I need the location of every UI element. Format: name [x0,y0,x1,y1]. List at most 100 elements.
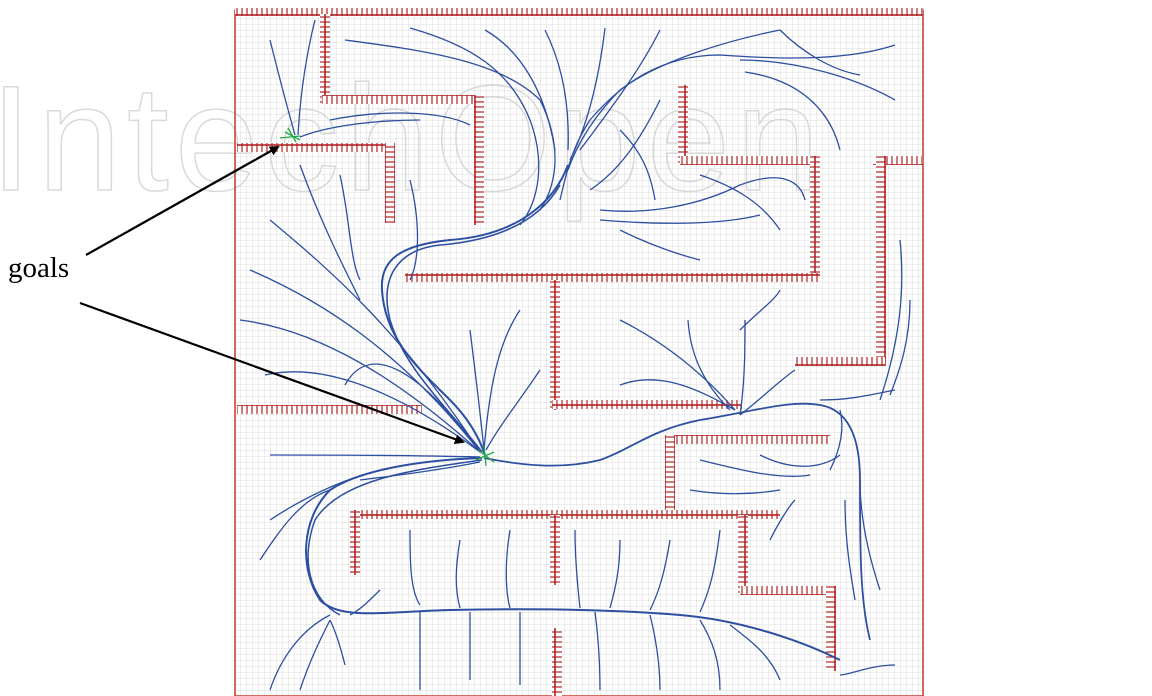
flow-path [729,624,781,681]
wall-segment [552,628,562,696]
flow-path [744,71,841,151]
flow-path [839,664,896,676]
wall-segment [680,156,820,165]
wall-segment [665,435,675,515]
flow-path-main [483,402,871,641]
wall-segment [385,143,395,223]
flow-path [269,454,481,458]
wall-segment [826,586,836,671]
flow-path [689,489,781,495]
flow-path-main [380,164,569,456]
flow-path [409,179,419,281]
flow-path [699,459,811,477]
flow-path [299,119,421,138]
flow-path [455,539,461,609]
flow-path [619,129,656,201]
flow-path [739,369,796,416]
flow-path [239,319,481,453]
wall-segment [873,156,923,165]
flow-path [344,39,556,211]
flow-path [649,614,661,691]
wall-segment [795,357,885,366]
wall-segment [405,273,820,282]
wall-segment [237,143,395,152]
flow-path [779,29,861,76]
flow-path [339,174,361,281]
flow-path [483,309,521,451]
flow-path [829,409,843,471]
flow-path [299,619,331,691]
flow-path [299,164,361,301]
flow-path [409,529,421,606]
flow-path [259,489,331,561]
arrow-to-goal-2 [79,301,465,444]
flow-path [579,29,661,151]
flow-paths [239,19,911,691]
flow-path [329,619,346,666]
flow-path [544,29,569,151]
flow-path [699,619,721,691]
wall-segment [235,8,923,16]
flow-path [619,229,701,261]
goal-marker-1 [279,127,301,143]
wall-segment [237,405,422,414]
flow-path [269,219,481,453]
flow-path [889,299,911,396]
flow-path [349,589,381,616]
flow-path [386,184,561,453]
wall-segment [665,435,830,444]
flow-path [297,19,316,136]
flow-path [329,112,471,126]
flow-path [469,329,485,451]
wall-segment [876,156,886,366]
flow-path [344,363,481,453]
flow-path [759,454,841,467]
flow-path [819,389,896,401]
flow-path [687,319,731,411]
flow-path [589,99,661,191]
flow-path [505,529,511,609]
flow-path [307,459,483,616]
wall-segment [550,515,560,585]
wall-segment [350,510,360,575]
flow-path [359,461,481,481]
flow-path [769,499,796,541]
flow-path [264,371,481,453]
flow-path [739,319,746,416]
flow-path [739,289,781,331]
flow-path [619,379,736,411]
wall-segment [322,95,482,104]
flow-path [269,469,381,521]
flow-path [699,174,781,231]
flow-path [409,27,540,226]
wall-segment [738,515,748,595]
flow-path [269,614,331,691]
flow-path [609,539,621,609]
flow-path [269,39,296,136]
flow-path [879,239,903,401]
flow-path-main [305,457,841,661]
wall-segment [740,586,835,595]
goal-marker-2 [475,445,495,467]
wall-segment [320,14,330,104]
goal-arrows [79,146,465,444]
flow-path [484,29,556,151]
wall-segment [552,400,742,409]
wall-segment [550,280,560,410]
flow-path [249,269,481,453]
wall-segment [474,95,484,225]
wall-segment [810,156,820,281]
flow-path [699,529,721,613]
flow-path [619,319,736,411]
wall-segment [350,510,780,519]
goals-label: goals [8,252,70,284]
flow-path [559,44,896,201]
wall-segment [678,85,688,165]
flow-path [594,611,601,691]
flow-path [599,177,806,212]
arrow-to-goal-1 [85,146,280,256]
flow-path [649,539,671,611]
flow-path [574,529,581,609]
flow-path [844,499,856,601]
